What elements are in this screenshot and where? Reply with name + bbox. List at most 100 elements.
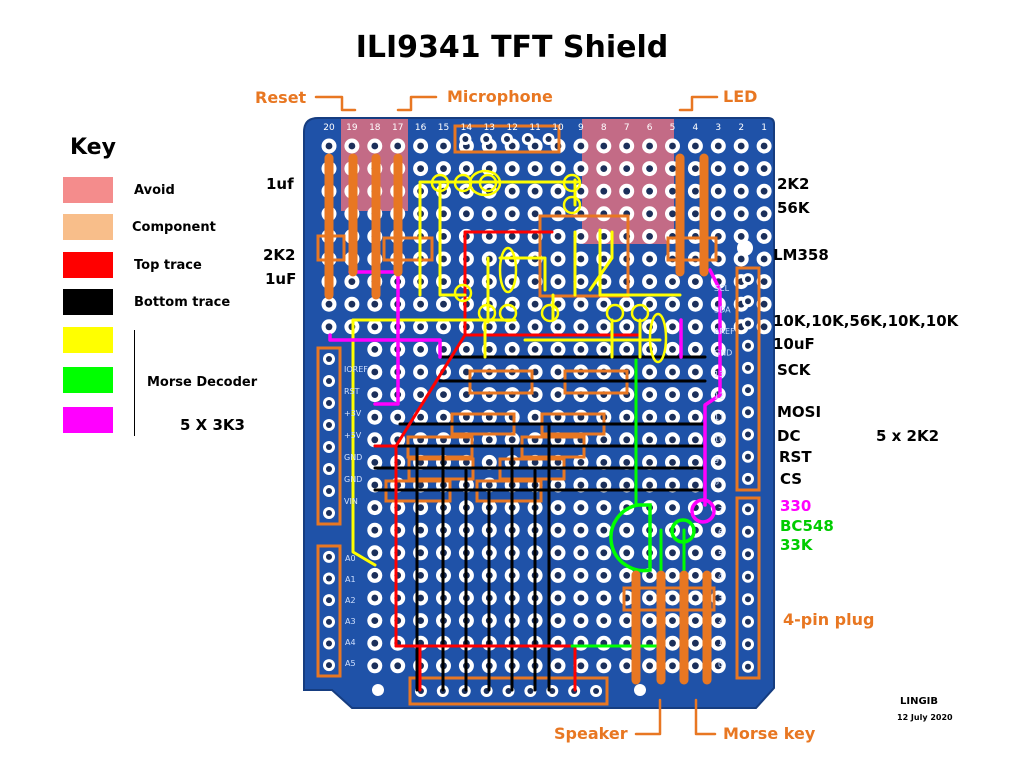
pad-hole bbox=[371, 526, 379, 534]
pad-hole bbox=[692, 594, 699, 602]
pad-hole bbox=[463, 459, 470, 466]
pad-hole bbox=[371, 142, 379, 150]
silk-label: 1 bbox=[718, 638, 723, 647]
pad-hole bbox=[348, 142, 356, 150]
pad-hole bbox=[531, 346, 539, 353]
silk-label: 0 bbox=[718, 660, 723, 669]
label-bc548: BC548 bbox=[780, 517, 834, 535]
pad-hole bbox=[577, 165, 585, 173]
pad-hole bbox=[600, 594, 608, 602]
pad-hole bbox=[417, 300, 424, 308]
pad-hole bbox=[714, 459, 722, 466]
silk-label: RST bbox=[344, 387, 360, 396]
label-resistor-values: 10K,10K,56K,10K,10K bbox=[773, 312, 959, 330]
pad-hole bbox=[600, 481, 608, 489]
pad-hole bbox=[348, 300, 356, 308]
key-resistor-note: 5 X 3K3 bbox=[180, 416, 245, 434]
pad-hole bbox=[417, 594, 424, 602]
pad-hole bbox=[760, 210, 768, 218]
silk-label: GND bbox=[344, 475, 362, 484]
key-heading: Key bbox=[70, 135, 116, 160]
pad-hole bbox=[371, 549, 379, 557]
pad-hole bbox=[646, 233, 653, 240]
yellow-ring bbox=[540, 303, 560, 323]
pad-hole bbox=[669, 413, 676, 421]
pad-hole bbox=[554, 594, 562, 602]
pad-hole bbox=[554, 481, 562, 489]
pad-hole bbox=[692, 323, 699, 331]
pad-hole bbox=[623, 662, 631, 670]
pad-hole bbox=[692, 187, 699, 195]
silk-label: AREF bbox=[714, 327, 735, 336]
yellow-ring bbox=[478, 173, 498, 193]
pad-hole bbox=[577, 278, 585, 285]
yellow-trace bbox=[351, 318, 377, 567]
pad-hole bbox=[485, 346, 493, 353]
pad-hole bbox=[600, 526, 608, 534]
pad-hole bbox=[669, 436, 676, 444]
header-hole bbox=[326, 466, 332, 472]
silk-label: A0 bbox=[345, 554, 356, 563]
pad-hole bbox=[417, 391, 424, 398]
pad-hole bbox=[692, 549, 699, 557]
pad-hole bbox=[669, 346, 676, 353]
yellow-ring bbox=[430, 173, 450, 193]
signature-date: 12 July 2020 bbox=[897, 713, 953, 722]
pad-hole bbox=[371, 436, 379, 444]
pad-hole bbox=[623, 300, 631, 308]
mounting-hole bbox=[372, 684, 384, 696]
header-hole bbox=[745, 551, 751, 558]
label-pointers bbox=[314, 95, 719, 736]
pad-hole bbox=[646, 165, 653, 173]
header-hole bbox=[326, 597, 332, 604]
pad-hole bbox=[669, 391, 676, 398]
pad-hole bbox=[325, 142, 333, 150]
transistor-bc548-outline bbox=[609, 503, 652, 573]
pad-hole bbox=[531, 413, 539, 421]
header-hole bbox=[549, 688, 556, 694]
header-hole bbox=[745, 342, 751, 349]
yellow-ring bbox=[453, 283, 473, 303]
page-title: ILI9341 TFT Shield bbox=[355, 30, 669, 65]
pad-hole bbox=[417, 413, 424, 421]
label-2k2-left: 2K2 bbox=[263, 246, 296, 264]
pin-number: 8 bbox=[601, 123, 607, 133]
pad-hole bbox=[577, 617, 585, 624]
pad-hole bbox=[371, 391, 379, 398]
header-hole bbox=[326, 400, 332, 406]
pad-hole bbox=[577, 255, 585, 263]
pad-hole bbox=[417, 459, 424, 466]
pad-hole bbox=[692, 278, 699, 285]
pad-hole bbox=[646, 142, 653, 150]
pad-hole bbox=[669, 165, 676, 173]
pad-hole bbox=[714, 165, 722, 173]
pad-hole bbox=[714, 572, 722, 579]
pad-hole bbox=[669, 323, 676, 331]
pad-hole bbox=[623, 323, 631, 331]
pad-hole bbox=[623, 413, 631, 421]
pad-hole bbox=[692, 662, 699, 670]
bottom-traces bbox=[373, 355, 707, 692]
pad-hole bbox=[417, 617, 424, 624]
key-group-bracket bbox=[134, 330, 135, 436]
pad-hole bbox=[577, 300, 585, 308]
pad-hole bbox=[554, 617, 562, 624]
top-trace bbox=[394, 333, 642, 648]
pad-hole bbox=[692, 639, 699, 647]
pad-hole bbox=[371, 481, 379, 489]
pad-hole bbox=[440, 165, 447, 173]
header-hole bbox=[326, 422, 332, 428]
pad-hole bbox=[623, 187, 631, 195]
silk-label: +5V bbox=[344, 431, 362, 440]
pad-hole bbox=[325, 323, 333, 331]
pad-hole bbox=[531, 459, 539, 466]
pad-hole bbox=[554, 323, 562, 331]
pad-hole bbox=[417, 165, 424, 173]
label-1uf: 1uf bbox=[266, 175, 294, 193]
key-label-avoid: Avoid bbox=[134, 183, 175, 198]
pin-number: 14 bbox=[461, 123, 473, 133]
header-hole bbox=[745, 453, 751, 460]
pin-number: 2 bbox=[738, 123, 744, 133]
pad-hole bbox=[440, 278, 447, 285]
header-hole bbox=[745, 618, 751, 625]
